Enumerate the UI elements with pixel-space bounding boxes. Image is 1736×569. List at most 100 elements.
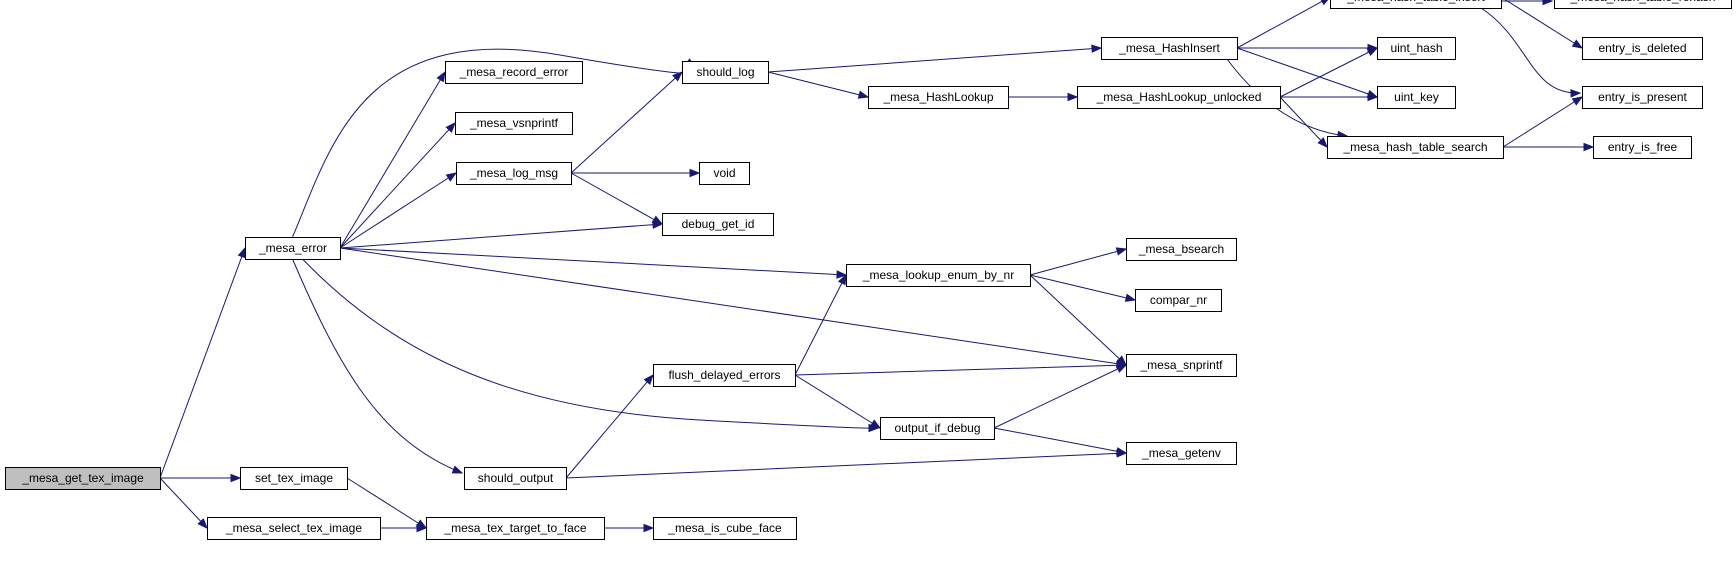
- node-mesa-record-error[interactable]: _mesa_record_error: [445, 61, 583, 84]
- edge-should-log-to-mesa-HashInsert: [767, 47, 1102, 73]
- node-mesa-hash-table-insert[interactable]: _mesa_hash_table_insert: [1330, 0, 1502, 9]
- node-mesa-log-msg[interactable]: _mesa_log_msg: [456, 162, 572, 185]
- edge-mesa-error-to-debug-get-id: [339, 223, 663, 249]
- node-compar-nr[interactable]: compar_nr: [1135, 289, 1222, 312]
- node-mesa-lookup-enum-by-nr[interactable]: _mesa_lookup_enum_by_nr: [846, 264, 1031, 287]
- arrow-head: [869, 419, 882, 429]
- node-label: _mesa_HashInsert: [1118, 41, 1220, 55]
- node-box: [1582, 37, 1703, 60]
- edge-mesa-error-to-output-if-debug: [302, 258, 879, 429]
- node-mesa-select-tex-image[interactable]: _mesa_select_tex_image: [207, 517, 381, 540]
- node-void[interactable]: void: [699, 162, 750, 185]
- arrow-head: [451, 465, 464, 474]
- node-mesa-hash-table-rehash[interactable]: _mesa_hash_table_rehash: [1554, 0, 1732, 9]
- edge-mesa-get-tex-image-to-mesa-error: [159, 247, 246, 479]
- edge-mesa-hash-table-insert-to-entry-is-deleted: [1504, 0, 1583, 49]
- node-mesa-HashLookup-unlocked[interactable]: _mesa_HashLookup_unlocked: [1077, 86, 1281, 109]
- arrow-head: [1115, 447, 1128, 456]
- arrow-head: [197, 518, 208, 530]
- arrow-head: [689, 168, 701, 178]
- edge-mesa-error-to-should-output: [292, 258, 463, 474]
- edge-mesa-lookup-enum-by-nr-to-mesa-bsearch: [1029, 248, 1127, 276]
- edge-mesa-get-tex-image-to-mesa-select-tex-image: [159, 477, 208, 529]
- node-label: _mesa_vsnprintf: [469, 116, 559, 130]
- node-label: entry_is_deleted: [1598, 41, 1686, 55]
- node-output-if-debug[interactable]: output_if_debug: [880, 417, 995, 440]
- arrow-head: [1571, 96, 1584, 106]
- node-uint-key[interactable]: uint_key: [1377, 86, 1456, 109]
- node-set-tex-image[interactable]: set_tex_image: [240, 467, 348, 490]
- node-mesa-snprintf[interactable]: _mesa_snprintf: [1126, 354, 1237, 377]
- edge-mesa-lookup-enum-by-nr-to-compar-nr: [1029, 274, 1136, 301]
- node-entry-is-present[interactable]: entry_is_present: [1582, 86, 1703, 109]
- arrow-head: [1115, 364, 1128, 373]
- node-label: _mesa_get_tex_image: [21, 471, 144, 485]
- arrow-head: [436, 70, 446, 83]
- node-mesa-tex-target-to-face[interactable]: _mesa_tex_target_to_face: [426, 517, 605, 540]
- node-box: [662, 213, 774, 236]
- node-box: [1126, 238, 1237, 261]
- node-mesa-HashLookup[interactable]: _mesa_HashLookup: [868, 86, 1009, 109]
- node-box: [846, 264, 1031, 287]
- node-should-output[interactable]: should_output: [464, 467, 567, 490]
- node-box: [426, 517, 605, 540]
- edge-mesa-HashLookup-unlocked-to-uint-hash: [1279, 47, 1378, 98]
- edge-set-tex-image-to-mesa-tex-target-to-face: [346, 477, 427, 529]
- edge-output-if-debug-to-mesa-getenv: [993, 427, 1127, 454]
- node-box: [1077, 86, 1281, 109]
- arrow-head: [230, 473, 242, 483]
- node-label: _mesa_select_tex_image: [225, 521, 362, 535]
- edge-mesa-hash-table-search-to-entry-is-present: [1502, 96, 1583, 148]
- node-box: [868, 86, 1009, 109]
- node-mesa-bsearch[interactable]: _mesa_bsearch: [1126, 238, 1237, 261]
- arrow-head: [672, 71, 684, 82]
- node-label: should_log: [696, 65, 754, 79]
- node-box: [1330, 0, 1502, 9]
- node-mesa-hash-table-search[interactable]: _mesa_hash_table_search: [1327, 136, 1504, 159]
- node-flush-delayed-errors[interactable]: flush_delayed_errors: [653, 364, 796, 387]
- node-label: set_tex_image: [255, 471, 333, 485]
- node-uint-hash[interactable]: uint_hash: [1377, 37, 1456, 60]
- node-box: [880, 417, 995, 440]
- node-entry-is-deleted[interactable]: entry_is_deleted: [1582, 37, 1703, 60]
- node-box: [240, 467, 348, 490]
- node-box: [1377, 86, 1456, 109]
- node-box: [464, 467, 567, 490]
- node-mesa-HashInsert[interactable]: _mesa_HashInsert: [1101, 37, 1238, 60]
- node-should-log[interactable]: should_log: [682, 61, 769, 84]
- node-entry-is-free[interactable]: entry_is_free: [1593, 136, 1692, 159]
- node-box: [5, 467, 161, 490]
- node-label: _mesa_HashLookup_unlocked: [1096, 90, 1262, 104]
- edge-mesa-error-to-mesa-vsnprintf: [339, 122, 456, 249]
- node-box: [456, 162, 572, 185]
- node-mesa-error[interactable]: _mesa_error: [245, 237, 341, 260]
- node-box: [245, 237, 341, 260]
- arrow-head: [1067, 92, 1079, 102]
- arrow-head: [237, 246, 246, 259]
- node-mesa-get-tex-image[interactable]: _mesa_get_tex_image: [5, 467, 161, 490]
- node-mesa-getenv[interactable]: _mesa_getenv: [1126, 442, 1237, 465]
- edge-mesa-hash-table-insert-to-entry-is-present: [1480, 7, 1581, 94]
- edge-flush-delayed-errors-to-output-if-debug: [794, 374, 881, 429]
- arrow-head: [1115, 247, 1128, 256]
- node-debug-get-id[interactable]: debug_get_id: [662, 213, 774, 236]
- node-label: entry_is_present: [1598, 90, 1687, 104]
- edge-mesa-HashInsert-to-mesa-hash-table-insert: [1236, 0, 1326, 49]
- node-mesa-vsnprintf[interactable]: _mesa_vsnprintf: [455, 112, 573, 135]
- node-label: compar_nr: [1150, 293, 1207, 307]
- node-box: [1593, 136, 1692, 159]
- node-mesa-is-cube-face[interactable]: _mesa_is_cube_face: [653, 517, 797, 540]
- node-box: [1377, 37, 1456, 60]
- node-label: _mesa_hash_table_insert: [1346, 0, 1485, 4]
- node-label: _mesa_hash_table_rehash: [1570, 0, 1716, 4]
- arrow-head: [837, 273, 847, 286]
- call-graph-nodes: _mesa_get_tex_image _mesa_error set_tex_im…: [5, 0, 1732, 540]
- arrow-head: [1571, 39, 1584, 49]
- node-label: _mesa_hash_table_search: [1342, 140, 1487, 154]
- node-box: [1582, 86, 1703, 109]
- node-label: output_if_debug: [894, 421, 980, 435]
- node-label: _mesa_tex_target_to_face: [443, 521, 586, 535]
- node-box: [1126, 354, 1237, 377]
- node-box: [682, 61, 769, 84]
